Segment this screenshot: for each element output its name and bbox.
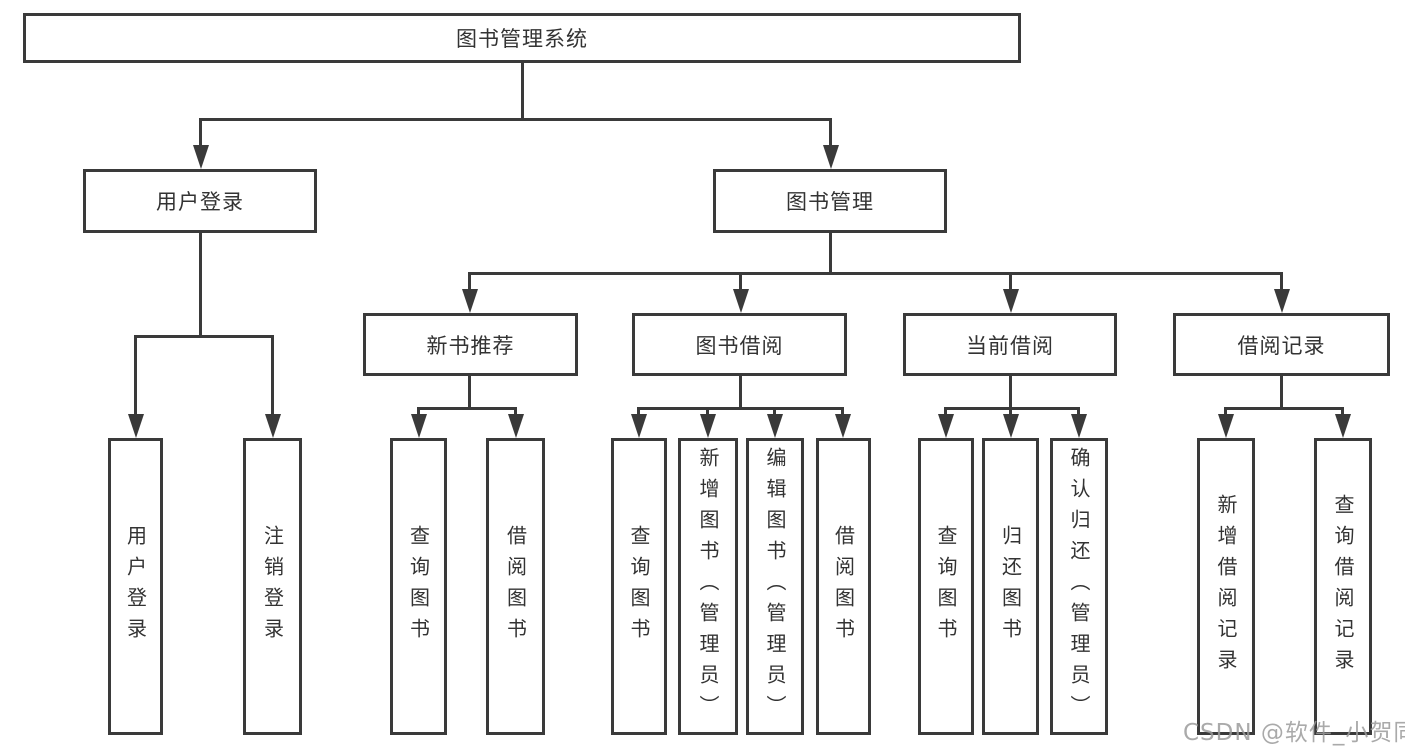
leaf-add-book-admin-label: 新增图书（管理员）: [696, 447, 720, 726]
connector-line: [199, 233, 202, 337]
csdn-watermark: CSDN @软件_小贺同学: [1183, 720, 1405, 746]
leaf-query-borrow-record-label: 查询借阅记录: [1331, 493, 1355, 680]
connector-line: [773, 407, 776, 417]
node-new-book-recommend-label: 新书推荐: [426, 333, 515, 358]
arrowhead-down-icon: [700, 414, 716, 438]
leaf-borrow-books-recommend-label: 借阅图书: [503, 524, 528, 649]
arrowhead-down-icon: [1218, 414, 1234, 438]
arrowhead-down-icon: [938, 414, 954, 438]
node-root: 图书管理系统: [23, 13, 1021, 63]
leaf-add-borrow-record-label: 新增借阅记录: [1214, 493, 1238, 680]
leaf-logout: 注销登录: [243, 438, 302, 735]
connector-line: [829, 233, 832, 274]
node-borrow-records-label: 借阅记录: [1237, 333, 1326, 358]
arrowhead-down-icon: [128, 414, 144, 438]
node-book-management-label: 图书管理: [786, 190, 874, 214]
arrowhead-down-icon: [733, 289, 749, 313]
connector-line: [521, 62, 524, 120]
connector-line: [841, 407, 844, 417]
connector-line: [417, 407, 420, 417]
connector-line: [1341, 407, 1344, 417]
node-book-borrow: 图书借阅: [632, 313, 847, 376]
arrowhead-down-icon: [1003, 414, 1019, 438]
connector-line: [944, 407, 1080, 410]
connector-line: [199, 118, 202, 148]
arrowhead-down-icon: [193, 145, 209, 169]
connector-line: [1009, 407, 1012, 417]
arrowhead-down-icon: [1335, 414, 1351, 438]
connector-line: [1280, 272, 1283, 293]
node-borrow-records: 借阅记录: [1173, 313, 1390, 376]
leaf-user-login-label: 用户登录: [123, 524, 148, 649]
connector-line: [199, 118, 832, 121]
leaf-borrow-books-recommend: 借阅图书: [486, 438, 545, 735]
leaf-borrow-books-2: 借阅图书: [816, 438, 871, 735]
leaf-query-borrow-record: 查询借阅记录: [1314, 438, 1372, 735]
connector-line: [829, 118, 832, 148]
connector-line: [637, 407, 640, 417]
connector-line: [1009, 272, 1012, 293]
connector-line: [1224, 407, 1344, 410]
connector-line: [1224, 407, 1227, 417]
arrowhead-down-icon: [823, 145, 839, 169]
connector-line: [637, 407, 844, 410]
leaf-user-login: 用户登录: [108, 438, 163, 735]
leaf-query-books-recommend: 查询图书: [390, 438, 447, 735]
leaf-confirm-return-admin: 确认归还（管理员）: [1050, 438, 1108, 735]
node-user-login-label: 用户登录: [156, 190, 244, 214]
connector-line: [468, 376, 471, 409]
leaf-query-books-current-label: 查询图书: [934, 524, 958, 649]
arrowhead-down-icon: [1071, 414, 1087, 438]
leaf-return-book-label: 归还图书: [998, 524, 1023, 649]
node-book-management: 图书管理: [713, 169, 947, 233]
arrowhead-down-icon: [508, 414, 524, 438]
leaf-query-books-current: 查询图书: [918, 438, 974, 735]
leaf-query-books-borrow: 查询图书: [611, 438, 667, 735]
leaf-query-books-borrow-label: 查询图书: [627, 524, 651, 649]
connector-line: [468, 272, 1282, 275]
leaf-add-borrow-record: 新增借阅记录: [1197, 438, 1255, 735]
connector-line: [271, 335, 274, 416]
leaf-query-books-recommend-label: 查询图书: [406, 524, 431, 649]
leaf-edit-book-admin-label: 编辑图书（管理员）: [763, 447, 787, 726]
arrowhead-down-icon: [767, 414, 783, 438]
arrowhead-down-icon: [835, 414, 851, 438]
leaf-edit-book-admin: 编辑图书（管理员）: [746, 438, 804, 735]
arrowhead-down-icon: [1003, 289, 1019, 313]
node-book-borrow-label: 图书借阅: [695, 333, 784, 358]
node-user-login: 用户登录: [83, 169, 317, 233]
leaf-borrow-books-2-label: 借阅图书: [831, 524, 856, 649]
node-root-label: 图书管理系统: [456, 27, 588, 51]
connector-line: [134, 335, 274, 338]
arrowhead-down-icon: [1274, 289, 1290, 313]
leaf-confirm-return-admin-label: 确认归还（管理员）: [1067, 447, 1091, 726]
connector-line: [739, 272, 742, 293]
connector-line: [944, 407, 947, 417]
node-current-borrow: 当前借阅: [903, 313, 1117, 376]
arrowhead-down-icon: [631, 414, 647, 438]
arrowhead-down-icon: [265, 414, 281, 438]
leaf-add-book-admin: 新增图书（管理员）: [678, 438, 738, 735]
connector-line: [468, 272, 471, 293]
arrowhead-down-icon: [462, 289, 478, 313]
connector-line: [706, 407, 709, 417]
leaf-logout-label: 注销登录: [260, 524, 285, 649]
leaf-return-book: 归还图书: [982, 438, 1039, 735]
connector-line: [417, 407, 517, 410]
node-new-book-recommend: 新书推荐: [363, 313, 578, 376]
connector-line: [1280, 376, 1283, 409]
connector-line: [1077, 407, 1080, 417]
connector-line: [134, 335, 137, 416]
connector-line: [514, 407, 517, 417]
arrowhead-down-icon: [411, 414, 427, 438]
connector-line: [739, 376, 742, 409]
connector-line: [1009, 376, 1012, 409]
node-current-borrow-label: 当前借阅: [966, 333, 1054, 358]
